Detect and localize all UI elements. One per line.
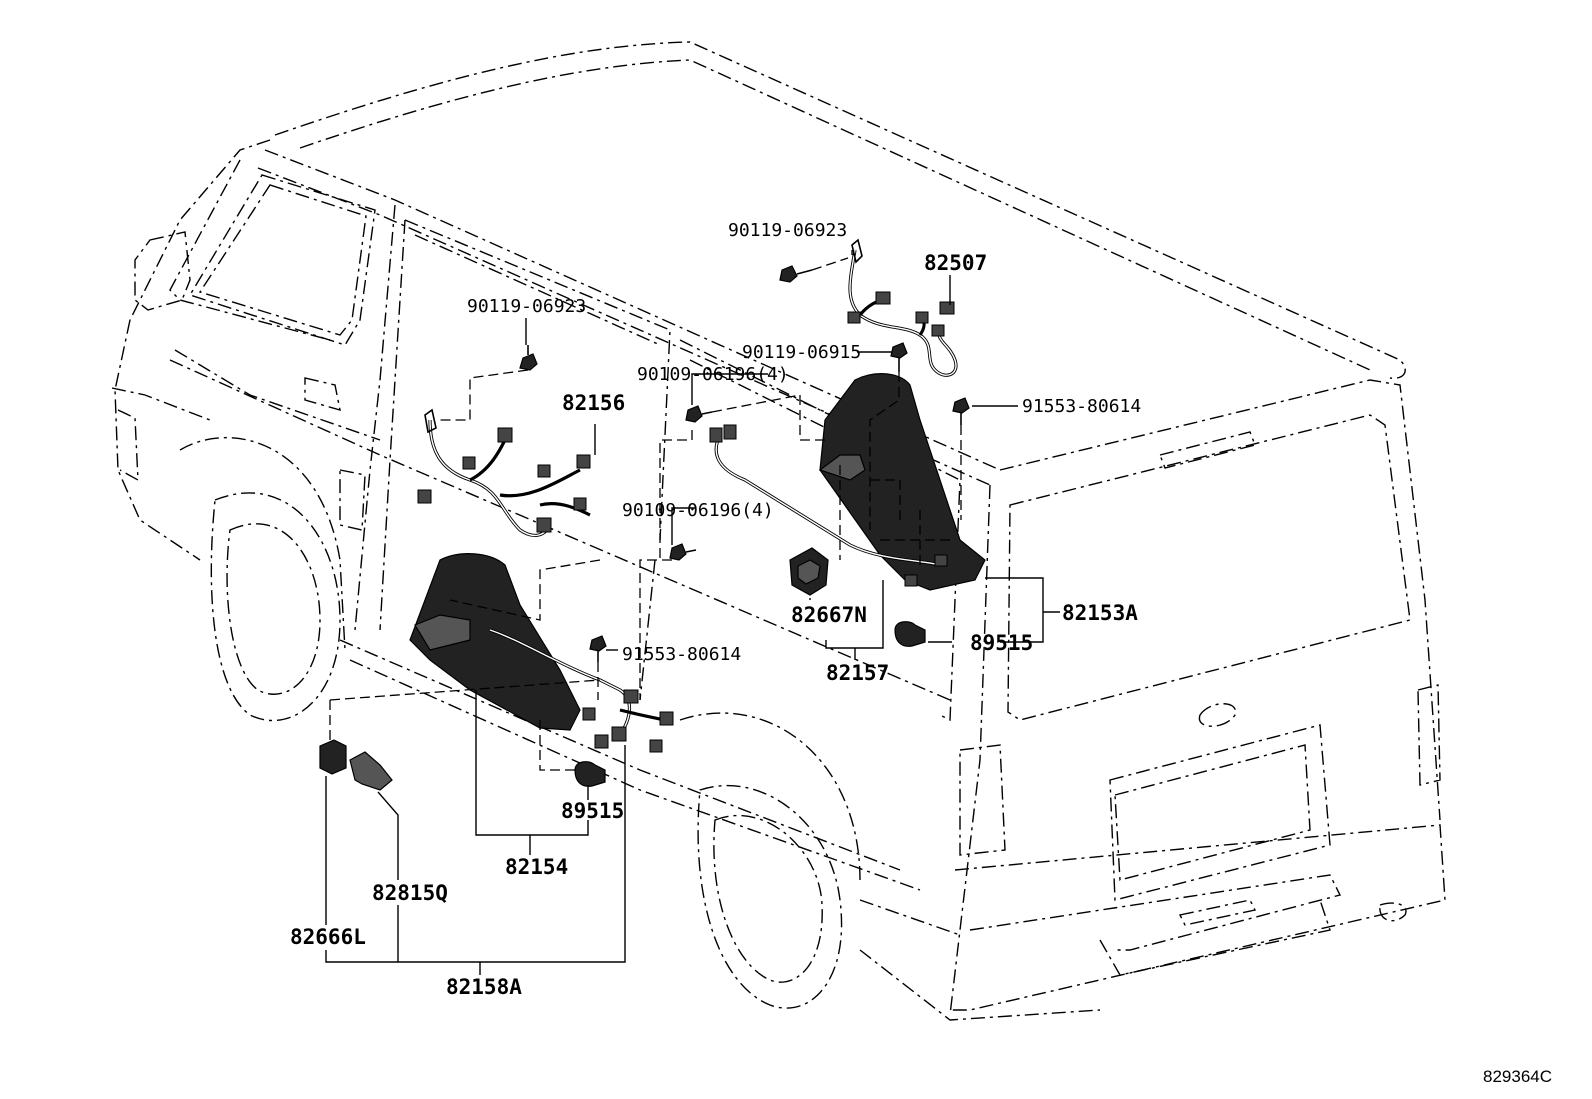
diagram-reference-code: 829364C <box>1483 1067 1552 1086</box>
label-89515-left: 89515 <box>561 799 624 823</box>
connector-icon <box>462 456 476 470</box>
part-89515-left-icon <box>574 761 606 787</box>
label-82158a: 82158A <box>446 975 522 999</box>
label-82667n: 82667N <box>791 603 867 627</box>
part-82815q-icon <box>349 751 393 791</box>
label-90119-06923-left: 90119-06923 <box>467 296 586 317</box>
connector-icon <box>611 726 627 742</box>
label-82666l: 82666L <box>290 925 366 949</box>
connector-icon <box>537 464 551 478</box>
label-82154: 82154 <box>505 855 568 879</box>
label-91553-80614-right: 91553-80614 <box>1022 396 1141 417</box>
label-89515-right: 89515 <box>970 631 1033 655</box>
connector-icon <box>723 424 737 440</box>
bolt-icon <box>890 342 908 372</box>
wire-harness-82507 <box>847 238 958 377</box>
connector-icon <box>875 291 891 305</box>
label-82157: 82157 <box>826 661 889 685</box>
bolt-icon <box>779 265 813 283</box>
connector-icon <box>573 497 587 511</box>
label-82156: 82156 <box>562 391 625 415</box>
connector-icon <box>847 311 861 324</box>
wire-harness-82156 <box>417 408 591 538</box>
connector-icon <box>939 301 955 315</box>
bolt-icon <box>669 543 697 561</box>
bolt-icon <box>952 397 970 425</box>
label-82507: 82507 <box>924 251 987 275</box>
connector-icon <box>582 707 596 721</box>
connector-icon <box>934 554 948 567</box>
junction-block-icon <box>409 553 674 753</box>
van-outline <box>111 41 1446 1021</box>
label-90109-06196-a: 90109-06196(4) <box>637 364 789 385</box>
bolt-icon <box>685 405 713 423</box>
connector-icon <box>536 517 552 533</box>
junction-block-icon <box>709 373 986 591</box>
label-82153a: 82153A <box>1062 601 1138 625</box>
connector-icon <box>931 324 945 337</box>
label-90119-06923-top: 90119-06923 <box>728 220 847 241</box>
part-82666l-icon <box>319 739 347 775</box>
connector-icon <box>497 427 513 443</box>
connector-icon <box>904 574 918 587</box>
connector-icon <box>709 427 723 443</box>
connector-icon <box>659 711 674 726</box>
bolt-icon <box>589 635 607 662</box>
part-89515-right-icon <box>894 621 926 647</box>
label-82815q: 82815Q <box>372 881 448 905</box>
label-91553-80614-left: 91553-80614 <box>622 644 741 665</box>
label-90119-06915: 90119-06915 <box>742 342 861 363</box>
label-90109-06196-b: 90109-06196(4) <box>622 500 774 521</box>
part-82667n-icon <box>789 547 829 596</box>
bolt-icon <box>519 345 538 371</box>
leader-lines <box>325 250 1060 975</box>
connector-icon <box>623 689 639 704</box>
connector-icon <box>576 454 591 469</box>
connector-icon <box>417 489 432 504</box>
connector-icon <box>915 311 929 324</box>
connector-icon <box>594 734 609 749</box>
connector-icon <box>649 739 663 753</box>
